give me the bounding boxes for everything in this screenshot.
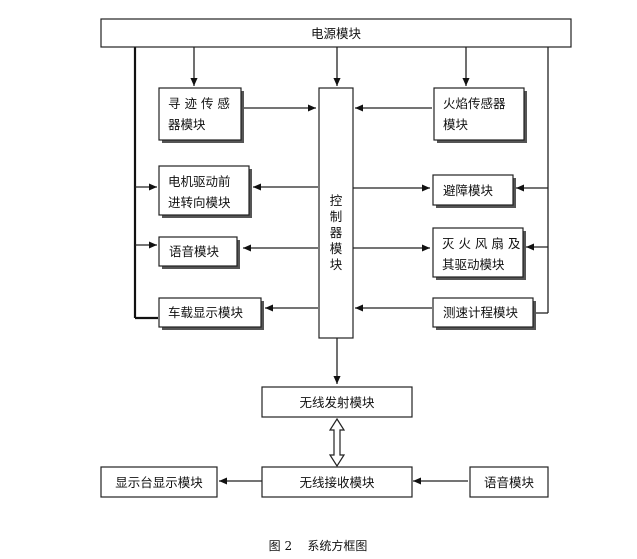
- controller-label-char4: 模: [330, 241, 343, 256]
- wireless-tx-label: 无线发射模块: [299, 395, 375, 410]
- seek-sensor-module: 寻 迹 传 感 器模块: [158, 87, 244, 143]
- station-display-label: 显示台显示模块: [115, 475, 203, 490]
- fan-module: 灭 火 风 扇 及 其驱动模块: [432, 227, 526, 280]
- station-display-module: 显示台显示模块: [100, 466, 218, 498]
- wireless-rx-module: 无线接收模块: [261, 466, 413, 498]
- fan-module-label-line1: 灭 火 风 扇 及: [442, 236, 521, 251]
- obstacle-module: 避障模块: [432, 174, 516, 208]
- voice-module-label: 语音模块: [169, 244, 220, 259]
- controller-label-char3: 器: [330, 225, 343, 240]
- motor-drive-module: 电机驱动前 进转向模块: [158, 165, 252, 218]
- vehicle-display-module: 车载显示模块: [158, 297, 264, 330]
- obstacle-module-label: 避障模块: [443, 183, 494, 198]
- controller-module: 控 制 器 模 块: [318, 87, 354, 339]
- wireless-tx-module: 无线发射模块: [261, 386, 413, 418]
- speed-module: 测速计程模块: [432, 297, 536, 330]
- vehicle-display-label: 车载显示模块: [168, 305, 244, 320]
- power-module: 电源模块: [100, 18, 572, 48]
- controller-label-char2: 制: [330, 209, 343, 224]
- station-voice-module: 语音模块: [469, 466, 549, 498]
- figure-caption: 图 2 系统方框图: [269, 538, 368, 553]
- tx-rx-double-arrow: [328, 417, 346, 468]
- controller-label-char1: 控: [330, 193, 343, 208]
- controller-label-char5: 块: [330, 257, 343, 272]
- seek-sensor-label-line2: 器模块: [168, 117, 206, 132]
- motor-drive-label-line2: 进转向模块: [168, 195, 231, 210]
- power-module-label: 电源模块: [311, 26, 362, 41]
- speed-module-label: 测速计程模块: [443, 305, 519, 320]
- connectors: [133, 47, 549, 485]
- fan-module-label-line2: 其驱动模块: [442, 257, 505, 272]
- flame-sensor-label-line2: 模块: [443, 117, 469, 132]
- station-voice-label: 语音模块: [484, 475, 535, 490]
- motor-drive-label-line1: 电机驱动前: [168, 174, 231, 189]
- flame-sensor-module: 火焰传感器 模块: [433, 87, 527, 143]
- wireless-rx-label: 无线接收模块: [299, 475, 375, 490]
- voice-module: 语音模块: [158, 236, 240, 269]
- flame-sensor-label-line1: 火焰传感器: [443, 96, 506, 111]
- seek-sensor-label-line1: 寻 迹 传 感: [168, 96, 230, 111]
